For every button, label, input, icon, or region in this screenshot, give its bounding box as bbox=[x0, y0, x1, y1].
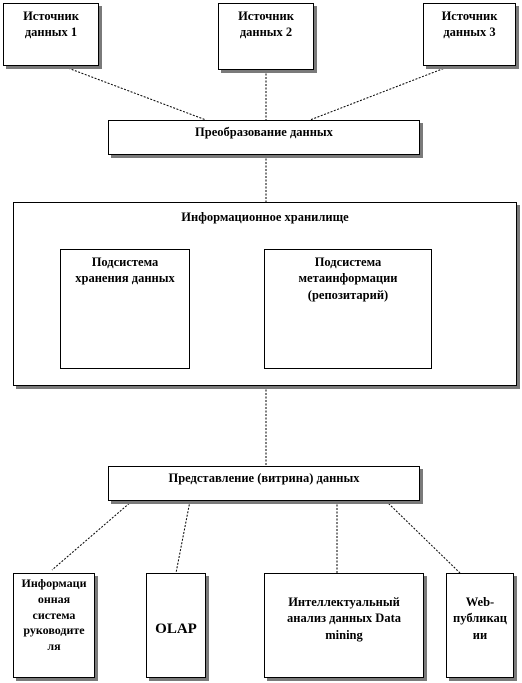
source-1-line1: Источник bbox=[23, 9, 79, 23]
eis-line5: ля bbox=[47, 639, 61, 654]
mining-line1: Интеллектуальный bbox=[288, 595, 400, 609]
eis-line2: онная bbox=[37, 591, 71, 606]
connector-source3-transform bbox=[309, 65, 451, 121]
web-box: Web- публикац ии bbox=[446, 573, 514, 678]
olap-label: OLAP bbox=[155, 621, 197, 637]
source-2-line2: данных 2 bbox=[239, 25, 293, 40]
web-line3: ии bbox=[472, 627, 488, 642]
transform-box: Преобразование данных bbox=[108, 120, 420, 155]
mining-line3: mining bbox=[325, 627, 363, 642]
metainfo-subsystem-box: Подсистема метаинформации (репозитарий) bbox=[264, 249, 432, 369]
source-box-2: Источник данных 2 bbox=[218, 3, 314, 70]
connector-datamart-eis bbox=[51, 500, 133, 571]
eis-box: Информаци онная система руководите ля bbox=[13, 573, 95, 678]
storage-subsystem-box: Подсистема хранения данных bbox=[60, 249, 190, 369]
meta-line2: метаинформации bbox=[298, 271, 398, 286]
source-1-line2: данных 1 bbox=[24, 25, 78, 40]
web-line2: публикац bbox=[453, 611, 507, 626]
transform-label: Преобразование данных bbox=[195, 125, 333, 139]
meta-line3: (репозитарий) bbox=[307, 287, 389, 302]
source-3-line1: Источник bbox=[441, 9, 498, 23]
source-box-3: Источник данных 3 bbox=[423, 3, 516, 66]
source-2-line1: Источник bbox=[238, 9, 294, 23]
eis-line1: Информаци bbox=[21, 576, 87, 590]
eis-line3: система bbox=[32, 607, 76, 622]
warehouse-title: Информационное хранилище bbox=[181, 210, 349, 224]
mining-line2: анализ данных Data bbox=[287, 611, 401, 626]
source-box-1: Источник данных 1 bbox=[3, 3, 99, 66]
web-line1: Web- bbox=[465, 595, 495, 609]
meta-line1: Подсистема bbox=[314, 255, 382, 269]
storage-line1: Подсистема bbox=[91, 255, 159, 269]
storage-line2: хранения данных bbox=[75, 271, 175, 286]
olap-box: OLAP bbox=[146, 573, 206, 678]
mining-box: Интеллектуальный анализ данных Data mini… bbox=[264, 573, 424, 678]
eis-line4: руководите bbox=[23, 623, 85, 638]
datamart-box: Представление (витрина) данных bbox=[108, 466, 420, 501]
connector-source1-transform bbox=[51, 61, 207, 121]
connector-datamart-olap bbox=[175, 500, 191, 574]
source-3-line2: данных 3 bbox=[443, 25, 496, 40]
datamart-label: Представление (витрина) данных bbox=[168, 471, 360, 485]
connector-datamart-web bbox=[385, 500, 461, 574]
